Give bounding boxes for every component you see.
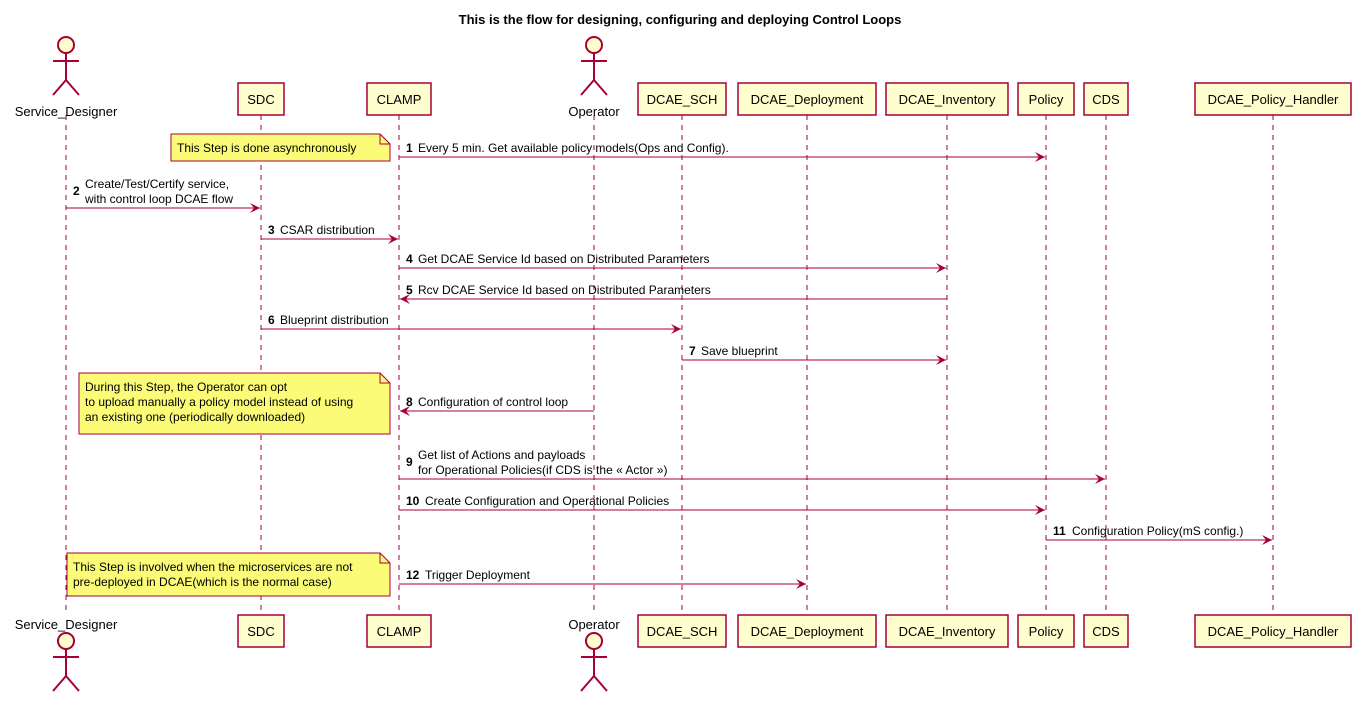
participant-label-sch: DCAE_SCH: [647, 624, 718, 639]
message-11: 11 Configuration Policy(mS config.): [1046, 524, 1272, 545]
message-text: Get list of Actions and payloads: [418, 448, 585, 462]
message-6: 6 Blueprint distribution: [261, 313, 681, 334]
message-number: 10: [406, 494, 420, 508]
note-text: to upload manually a policy model instea…: [85, 395, 353, 409]
participant-label-pol: Policy: [1029, 624, 1064, 639]
participant-box-inv: [885, 614, 1009, 648]
participant-label-op: Operator: [568, 617, 620, 632]
participant-box-sdc: [237, 82, 285, 116]
participant-label-cds: CDS: [1092, 624, 1120, 639]
message-number: 8: [406, 395, 413, 409]
participant-box-handler: [1194, 82, 1352, 116]
participant-label-handler: DCAE_Policy_Handler: [1208, 624, 1339, 639]
note-text: an existing one (periodically downloaded…: [85, 410, 305, 424]
participant-box-sch: [637, 82, 727, 116]
participant-label-handler: DCAE_Policy_Handler: [1208, 92, 1339, 107]
participant-label-sdc: SDC: [247, 624, 274, 639]
message-number: 9: [406, 455, 413, 469]
message-text: Rcv DCAE Service Id based on Distributed…: [418, 283, 711, 297]
message-12: 12 Trigger Deployment: [399, 568, 806, 589]
message-number: 1: [406, 141, 413, 155]
message-number: 2: [73, 184, 80, 198]
note: This Step is involved when the microserv…: [66, 552, 391, 597]
message-number: 3: [268, 223, 275, 237]
message-text: for Operational Policies(if CDS is the «…: [418, 463, 667, 477]
message-10: 10 Create Configuration and Operational P…: [399, 494, 1045, 515]
note: During this Step, the Operator can optto…: [78, 372, 391, 435]
message-text: Create Configuration and Operational Pol…: [425, 494, 669, 508]
message-8: 8 Configuration of control loop: [400, 395, 594, 416]
actor-icon: [52, 36, 80, 96]
participant-label-inv: DCAE_Inventory: [899, 624, 996, 639]
participant-label-cds: CDS: [1092, 92, 1120, 107]
message-text: with control loop DCAE flow: [84, 192, 233, 206]
message-5: 5 Rcv DCAE Service Id based on Distribute…: [400, 283, 947, 304]
message-number: 6: [268, 313, 275, 327]
participant-label-op: Operator: [568, 104, 620, 119]
diagram-title: This is the flow for designing, configur…: [459, 12, 902, 27]
actor-icon: [580, 632, 608, 692]
actor-icon: [52, 632, 80, 692]
message-text: Configuration of control loop: [418, 395, 568, 409]
message-2: 2 Create/Test/Certify service,with contro…: [66, 177, 260, 213]
actor-icon: [580, 36, 608, 96]
message-number: 5: [406, 283, 413, 297]
participant-box-dep: [737, 82, 877, 116]
message-number: 12: [406, 568, 420, 582]
message-text: Blueprint distribution: [280, 313, 389, 327]
note-text: This Step is involved when the microserv…: [73, 560, 353, 574]
participant-box-cds: [1083, 614, 1129, 648]
participant-box-inv: [885, 82, 1009, 116]
notes: This Step is done asynchronously During …: [66, 133, 391, 597]
participant-label-clamp: CLAMP: [377, 92, 422, 107]
participant-label-inv: DCAE_Inventory: [899, 92, 996, 107]
note-text: This Step is done asynchronously: [177, 141, 356, 155]
participant-box-clamp: [366, 82, 432, 116]
participant-box-clamp: [366, 614, 432, 648]
message-text: Trigger Deployment: [425, 568, 531, 582]
message-text: Every 5 min. Get available policy models…: [418, 141, 729, 155]
note-text: During this Step, the Operator can opt: [85, 380, 288, 394]
participant-box-pol: [1017, 82, 1075, 116]
participant-box-handler: [1194, 614, 1352, 648]
message-number: 11: [1053, 524, 1066, 538]
message-text: Configuration Policy(mS config.): [1072, 524, 1243, 538]
participant-label-pol: Policy: [1029, 92, 1064, 107]
message-text: CSAR distribution: [280, 223, 375, 237]
participant-box-sch: [637, 614, 727, 648]
participant-box-cds: [1083, 82, 1129, 116]
message-1: 1 Every 5 min. Get available policy model…: [399, 141, 1045, 162]
note-text: pre-deployed in DCAE(which is the normal…: [73, 575, 332, 589]
note: This Step is done asynchronously: [170, 133, 391, 162]
message-number: 7: [689, 344, 696, 358]
message-text: Get DCAE Service Id based on Distributed…: [418, 252, 709, 266]
message-text: Save blueprint: [701, 344, 778, 358]
participant-label-dep: DCAE_Deployment: [751, 624, 864, 639]
participant-label-sd: Service_Designer: [15, 104, 118, 119]
participant-box-dep: [737, 614, 877, 648]
participant-box-pol: [1017, 614, 1075, 648]
message-number: 4: [406, 252, 413, 266]
message-3: 3 CSAR distribution: [261, 223, 398, 244]
participant-box-sdc: [237, 614, 285, 648]
participants: Service_DesignerService_DesignerSDCSDCCL…: [15, 36, 1352, 692]
messages: 1 Every 5 min. Get available policy model…: [66, 141, 1272, 589]
message-7: 7 Save blueprint: [682, 344, 946, 365]
message-4: 4 Get DCAE Service Id based on Distribute…: [399, 252, 946, 273]
participant-label-sch: DCAE_SCH: [647, 92, 718, 107]
participant-label-dep: DCAE_Deployment: [751, 92, 864, 107]
participant-label-sdc: SDC: [247, 92, 274, 107]
message-text: Create/Test/Certify service,: [85, 177, 229, 191]
participant-label-sd: Service_Designer: [15, 617, 118, 632]
participant-label-clamp: CLAMP: [377, 624, 422, 639]
lifelines: [65, 115, 1274, 615]
